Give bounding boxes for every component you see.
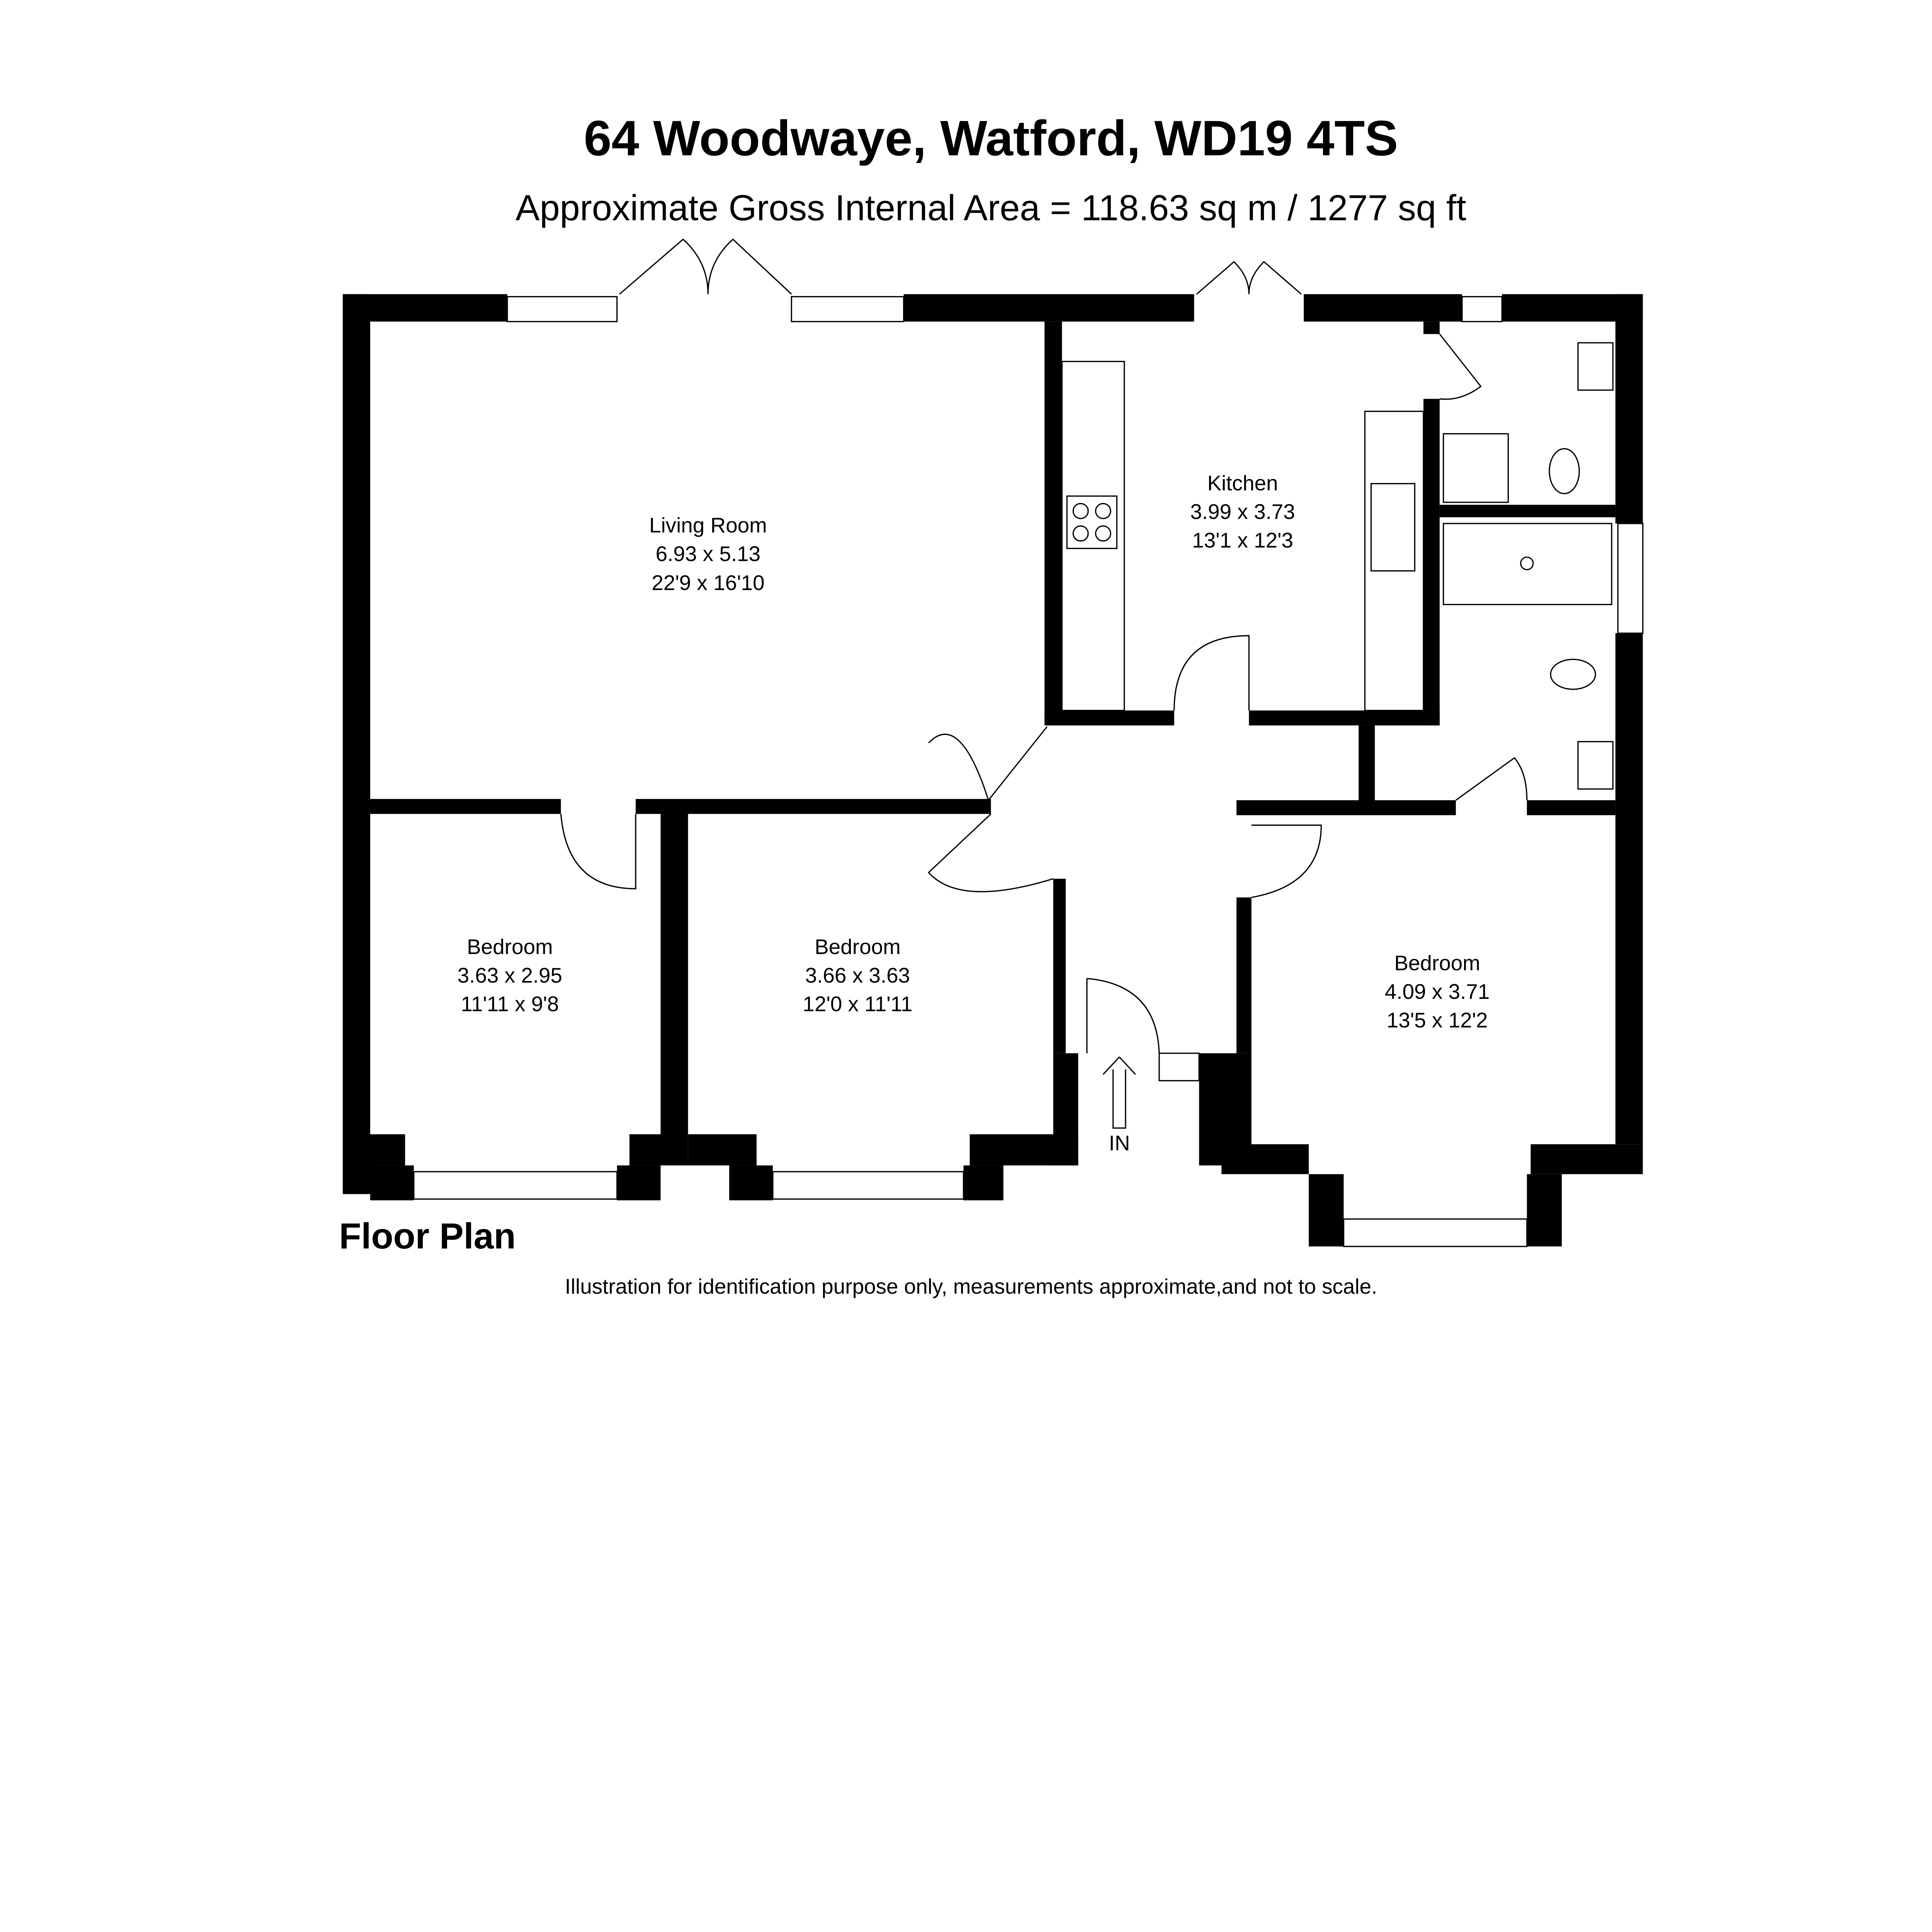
walls [343,294,1643,1247]
room-name: Bedroom [815,934,901,959]
room-metric: 3.66 x 3.63 [805,963,910,988]
room-name: Bedroom [1394,951,1480,975]
room-name: Bedroom [467,934,553,959]
doors [560,238,1528,1053]
room-name: Living Room [649,513,767,537]
room-label-living-room: Living Room 6.93 x 5.13 22'9 x 16'10 [649,511,767,597]
fixtures [1061,342,1614,790]
windows [413,296,1644,1247]
room-label-bedroom-1: Bedroom 3.63 x 2.95 11'11 x 9'8 [457,932,562,1019]
hob-icon [1066,495,1117,549]
entrance-arrow-icon [1102,1056,1136,1129]
room-imperial: 22'9 x 16'10 [651,570,765,595]
toilet-icon [1549,448,1580,495]
entrance-label: IN [1109,1131,1130,1155]
room-label-bedroom-2: Bedroom 3.66 x 3.63 12'0 x 11'11 [803,932,912,1019]
room-metric: 3.63 x 2.95 [457,963,563,988]
footnote: Illustration for identification purpose … [565,1274,1378,1298]
room-metric: 6.93 x 5.13 [655,542,761,566]
sink-icon [1370,483,1415,572]
area-subtitle: Approximate Gross Internal Area = 118.63… [515,187,1466,228]
room-metric: 3.99 x 3.73 [1190,499,1295,524]
floor-label: Floor Plan [339,1216,516,1257]
floor-plan [343,238,1644,1247]
page-title: 64 Woodwaye, Watford, WD19 4TS [583,110,1398,166]
toilet-icon-2 [1550,658,1596,690]
room-imperial: 12'0 x 11'11 [803,992,913,1016]
room-label-bedroom-3: Bedroom 4.09 x 3.71 13'5 x 12'2 [1385,949,1490,1035]
room-label-kitchen: Kitchen 3.99 x 3.73 13'1 x 12'3 [1190,469,1295,555]
shower-icon [1442,523,1612,605]
room-name: Kitchen [1207,471,1278,495]
room-metric: 4.09 x 3.71 [1384,979,1490,1003]
room-imperial: 13'1 x 12'3 [1192,528,1293,553]
floor-plan-page: 64 Woodwaye, Watford, WD19 4TS Approxima… [339,110,1644,1298]
basin-icon-2 [1577,741,1614,790]
room-imperial: 11'11 x 9'8 [461,992,559,1016]
basin-icon [1577,342,1614,391]
room-imperial: 13'5 x 12'2 [1386,1008,1488,1032]
